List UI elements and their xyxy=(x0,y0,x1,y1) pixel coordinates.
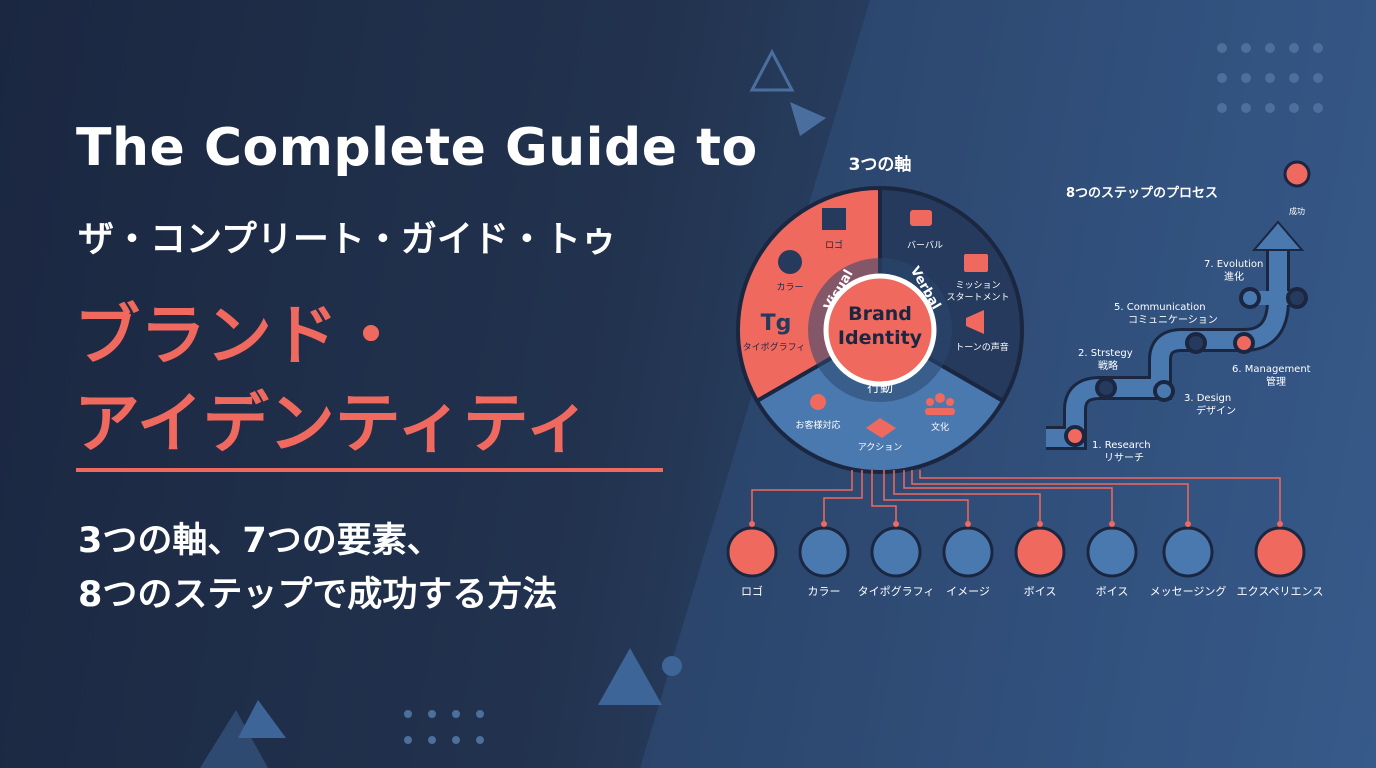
megaphone-icon xyxy=(1086,526,1138,578)
arrow-head xyxy=(1251,220,1305,251)
goal-label: 成功 xyxy=(1289,206,1305,216)
element-label: メッセージング xyxy=(1150,584,1227,598)
step-label: リサーチ xyxy=(1104,452,1144,464)
step-labels: 1. Research リサーチ 2. Strstegy 戦略 3. Desig… xyxy=(1078,259,1311,464)
element-item: ロゴ xyxy=(726,521,778,598)
support-icon xyxy=(810,394,826,410)
brand-identity-center xyxy=(823,273,937,387)
element-label: タイポグラフィ xyxy=(858,584,935,598)
triangle-decor xyxy=(790,102,826,136)
typography-icon: Tg xyxy=(761,311,792,336)
logo-icon xyxy=(726,526,778,578)
axes-pie: Brand Identity Visual Verbal 行動 ロゴ カラー T… xyxy=(736,185,1024,475)
award-icon xyxy=(1283,160,1311,188)
triangle-decor xyxy=(598,648,662,705)
step-label: 5. Communication xyxy=(1114,302,1206,313)
typography-icon xyxy=(870,526,922,578)
chat-icon xyxy=(1162,526,1214,578)
visual-item: タイポグラフィ xyxy=(743,341,806,353)
element-item: メッセージング xyxy=(1150,521,1227,598)
element-item: ボイス xyxy=(1086,521,1138,598)
step-node xyxy=(1239,287,1261,309)
step-label: 戦略 xyxy=(1098,359,1118,372)
main-title-line1: ブランド・ xyxy=(74,297,404,374)
logo-icon xyxy=(822,208,846,230)
step-node xyxy=(1095,377,1117,399)
step-label: 1. Research xyxy=(1092,440,1151,451)
element-item: エクスペリエンス xyxy=(1237,521,1324,598)
triangle-decor xyxy=(749,48,795,92)
verbal-item: スタートメント xyxy=(946,292,1009,303)
axes-heading: 3つの軸 xyxy=(849,154,912,175)
divider xyxy=(76,468,663,472)
element-item: イメージ xyxy=(942,521,994,598)
handshake-icon xyxy=(866,418,896,438)
message-icon xyxy=(964,254,988,272)
action-item: 文化 xyxy=(931,421,949,433)
step-label: 7. Evolution xyxy=(1204,259,1263,270)
step-label: 3. Design xyxy=(1184,393,1231,404)
palette-icon xyxy=(778,250,802,274)
element-item: カラー xyxy=(798,521,850,598)
main-title-line2: アイデンティティ xyxy=(74,385,591,462)
element-connectors xyxy=(751,470,1281,522)
microphone-icon xyxy=(1014,526,1066,578)
visual-item: ロゴ xyxy=(825,239,843,251)
page-subtitle: ザ・コンプリート・ガイド・トゥ xyxy=(78,219,617,260)
dot-grid-decor xyxy=(404,43,1323,744)
verbal-item: ミッション xyxy=(955,281,1000,291)
action-label: 行動 xyxy=(867,381,893,396)
page-title: The Complete Guide to xyxy=(76,118,758,178)
verbal-item: トーンの声音 xyxy=(955,341,1009,353)
process-path: 成功 xyxy=(1046,160,1311,450)
step-label: コミュニケーション xyxy=(1128,314,1218,326)
action-item: アクション xyxy=(858,442,903,453)
speech-bubble-icon xyxy=(910,210,932,226)
element-item: ボイス xyxy=(1014,521,1066,598)
step-label: 進化 xyxy=(1224,270,1244,283)
step-label: 管理 xyxy=(1266,375,1286,388)
action-item: お客様対応 xyxy=(795,419,840,431)
step-label: デザイン xyxy=(1196,404,1236,417)
element-item: タイポグラフィ xyxy=(858,521,935,598)
element-label: イメージ xyxy=(946,585,990,598)
megaphone-icon xyxy=(966,310,984,334)
step-label: 2. Strstegy xyxy=(1078,348,1133,359)
element-label: エクスペリエンス xyxy=(1237,585,1324,598)
center-label: Brand xyxy=(848,303,912,325)
tagline-line1: 3つの軸、7つの要素、 xyxy=(78,521,442,561)
step-node xyxy=(1233,332,1255,354)
step-node xyxy=(1153,380,1175,402)
verbal-item: バーバル xyxy=(907,240,943,251)
step-node xyxy=(1185,332,1207,354)
image-icon xyxy=(942,526,994,578)
element-label: ボイス xyxy=(1024,585,1057,598)
palette-icon xyxy=(798,526,850,578)
person-icon xyxy=(1254,526,1306,578)
element-label: カラー xyxy=(808,585,841,598)
process-heading: 8つのステップのプロセス xyxy=(1066,186,1218,201)
tagline-line2: 8つのステップで成功する方法 xyxy=(78,575,558,615)
visual-item: カラー xyxy=(776,282,803,293)
step-node xyxy=(1286,287,1308,309)
step-node xyxy=(1064,425,1086,447)
element-label: ロゴ xyxy=(741,584,763,598)
center-label: Identity xyxy=(838,327,923,349)
element-label: ボイス xyxy=(1096,585,1129,598)
step-label: 6. Management xyxy=(1232,364,1311,375)
team-icon xyxy=(925,393,955,415)
